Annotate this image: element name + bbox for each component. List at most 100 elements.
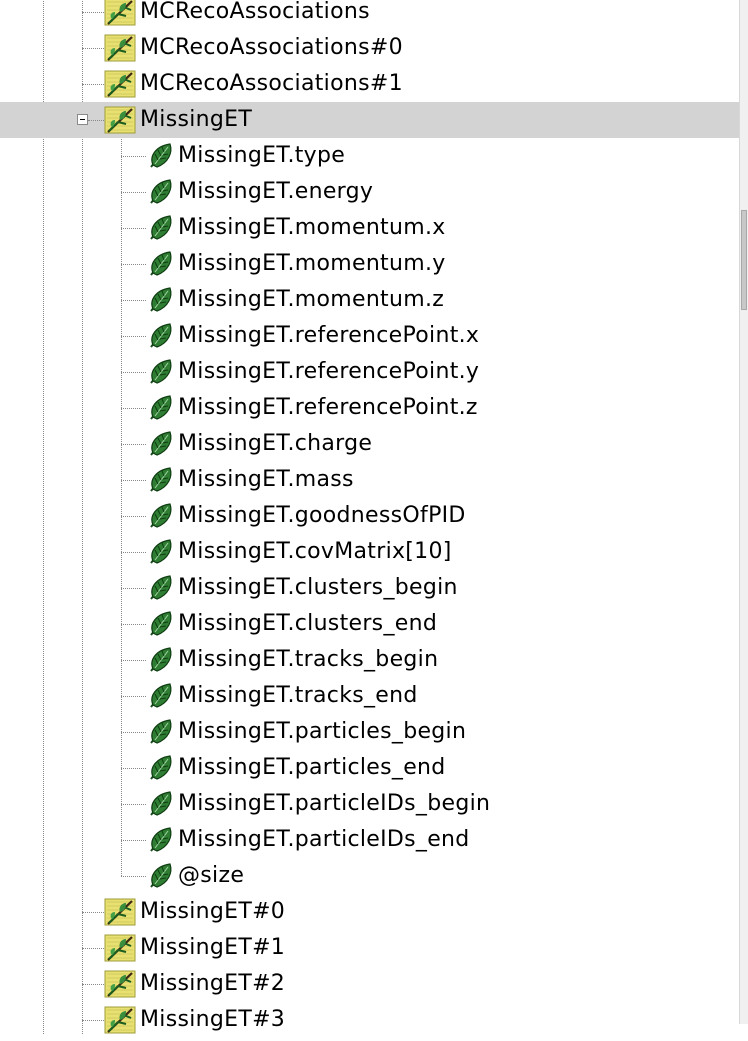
tree-leaf-row[interactable]: MissingET.momentum.x	[0, 210, 740, 246]
tree-node-label: MissingET.particleIDs_end	[178, 827, 470, 852]
tree-connector	[121, 228, 146, 229]
tree-connector	[82, 1020, 104, 1021]
tree-connector	[121, 732, 146, 733]
leaf-icon	[146, 573, 178, 603]
tree-connector	[121, 336, 146, 337]
leaf-icon	[146, 753, 178, 783]
branch-icon	[104, 1005, 136, 1035]
tree-connector	[121, 408, 146, 409]
tree-leaf-row[interactable]: MissingET.referencePoint.z	[0, 390, 740, 426]
tree-leaf-row[interactable]: MissingET.clusters_begin	[0, 570, 740, 606]
tree-leaf-row[interactable]: MissingET.referencePoint.x	[0, 318, 740, 354]
tree-guide-line	[121, 128, 122, 876]
tree-leaf-row[interactable]: MissingET.type	[0, 138, 740, 174]
tree-connector	[82, 948, 104, 949]
tree-node-label: MissingET.referencePoint.y	[178, 359, 480, 384]
tree-node-label: MissingET.energy	[178, 179, 374, 204]
leaf-icon	[146, 357, 178, 387]
tree-node-label: MCRecoAssociations	[140, 0, 370, 24]
tree-node-label: MCRecoAssociations#1	[140, 71, 403, 96]
tree-connector	[121, 156, 146, 157]
tree-connector	[121, 372, 146, 373]
tree-connector	[88, 120, 104, 121]
branch-icon	[104, 969, 136, 999]
tree-node-label: MissingET.mass	[178, 467, 354, 492]
tree-connector	[121, 480, 146, 481]
tree-node-label: @size	[178, 863, 245, 888]
tree-node-label: MissingET.type	[178, 143, 346, 168]
leaf-icon	[146, 825, 178, 855]
tree-guide-line	[43, 0, 44, 1034]
tree-connector	[121, 696, 146, 697]
tree-connector	[121, 552, 146, 553]
tree-leaf-row[interactable]: MissingET.tracks_begin	[0, 642, 740, 678]
leaf-icon	[146, 393, 178, 423]
tree-leaf-row[interactable]: MissingET.particleIDs_begin	[0, 786, 740, 822]
tree-node-label: MissingET.momentum.y	[178, 251, 446, 276]
branch-icon	[104, 105, 136, 135]
tree-branch-row[interactable]: MCRecoAssociations	[0, 0, 740, 30]
tree-connector	[121, 300, 146, 301]
leaf-icon	[146, 717, 178, 747]
tree-leaf-row[interactable]: MissingET.momentum.z	[0, 282, 740, 318]
branch-icon	[104, 69, 136, 99]
tree-leaf-row[interactable]: MissingET.particleIDs_end	[0, 822, 740, 858]
tree-leaf-row[interactable]: MissingET.charge	[0, 426, 740, 462]
tree-leaf-row[interactable]: MissingET.particles_begin	[0, 714, 740, 750]
leaf-icon	[146, 177, 178, 207]
tree-node-label: MissingET#0	[140, 899, 286, 924]
tree-connector	[121, 768, 146, 769]
tree-node-label: MissingET.particles_begin	[178, 719, 467, 744]
tree-node-label: MissingET.clusters_end	[178, 611, 438, 636]
branch-icon	[104, 33, 136, 63]
tree-node-label: MissingET.momentum.z	[178, 287, 445, 312]
tree-leaf-row[interactable]: MissingET.energy	[0, 174, 740, 210]
tree-branch-row[interactable]: MissingET#3	[0, 1002, 740, 1038]
tree-leaf-row[interactable]: MissingET.covMatrix[10]	[0, 534, 740, 570]
scrollbar-thumb[interactable]	[741, 210, 747, 310]
tree-leaf-row[interactable]: MissingET.tracks_end	[0, 678, 740, 714]
tree-connector	[121, 660, 146, 661]
tree-branch-row[interactable]: MissingET#0	[0, 894, 740, 930]
tree-leaf-row[interactable]: MissingET.mass	[0, 462, 740, 498]
leaf-icon	[146, 285, 178, 315]
tree-node-label: MissingET.charge	[178, 431, 373, 456]
tree-branch-row[interactable]: MCRecoAssociations#0	[0, 30, 740, 66]
tree-leaf-row[interactable]: MissingET.goodnessOfPID	[0, 498, 740, 534]
collapse-toggle-icon[interactable]	[77, 114, 88, 125]
tree-node-label: MissingET.referencePoint.z	[178, 395, 478, 420]
tree-connector	[82, 912, 104, 913]
tree-branch-row[interactable]: MissingET	[0, 102, 740, 138]
tree-leaf-row[interactable]: MissingET.clusters_end	[0, 606, 740, 642]
tree-node-label: MissingET.goodnessOfPID	[178, 503, 466, 528]
tree-node-label: MissingET	[140, 107, 253, 132]
leaf-icon	[146, 141, 178, 171]
leaf-icon	[146, 501, 178, 531]
tree-node-label: MissingET.tracks_begin	[178, 647, 439, 672]
tree-leaf-row[interactable]: MissingET.momentum.y	[0, 246, 740, 282]
tree-connector	[121, 516, 146, 517]
vertical-scrollbar[interactable]	[739, 0, 748, 1024]
tree-connector	[82, 48, 104, 49]
tree-connector	[82, 12, 104, 13]
tree-connector	[82, 84, 104, 85]
tree-node-label: MissingET.particles_end	[178, 755, 446, 780]
tree-node-label: MissingET.particleIDs_begin	[178, 791, 491, 816]
tree-branch-row[interactable]: MissingET#1	[0, 930, 740, 966]
tree-leaf-row[interactable]: MissingET.referencePoint.y	[0, 354, 740, 390]
tree-node-label: MissingET.referencePoint.x	[178, 323, 480, 348]
tree-branch-row[interactable]: MissingET#2	[0, 966, 740, 1002]
tree-leaf-row[interactable]: MissingET.particles_end	[0, 750, 740, 786]
tree-leaf-row[interactable]: @size	[0, 858, 740, 894]
branch-icon	[104, 897, 136, 927]
tree-node-label: MissingET#3	[140, 1007, 286, 1032]
tree-branch-row[interactable]: MCRecoAssociations#1	[0, 66, 740, 102]
branch-icon	[104, 0, 136, 27]
tree-connector	[121, 264, 146, 265]
leaf-icon	[146, 789, 178, 819]
leaf-icon	[146, 213, 178, 243]
tree-node-label: MCRecoAssociations#0	[140, 35, 403, 60]
tree-connector	[82, 984, 104, 985]
tree-connector	[121, 192, 146, 193]
